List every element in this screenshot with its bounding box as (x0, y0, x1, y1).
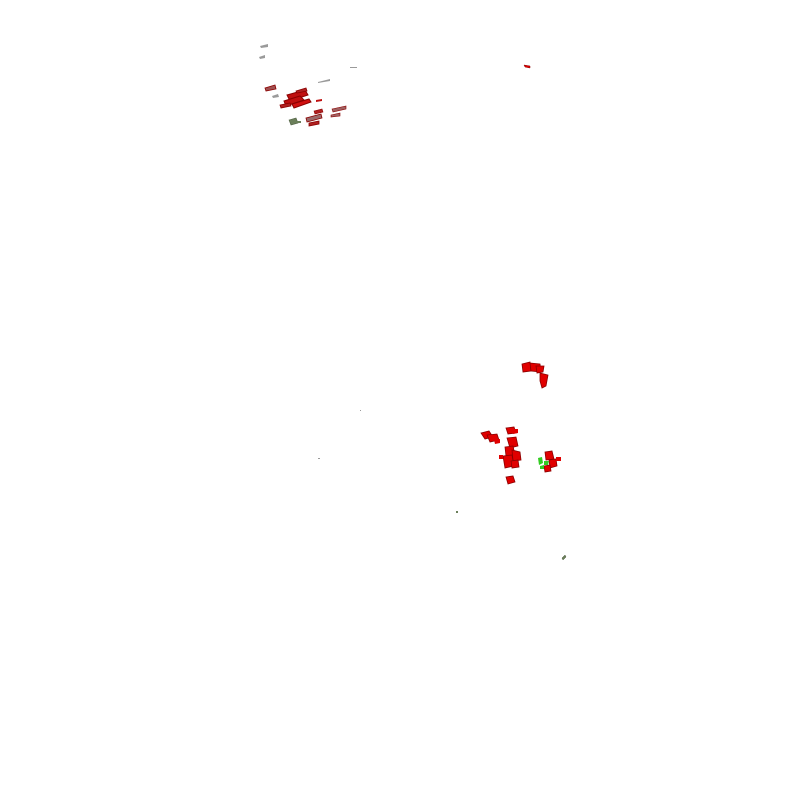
feature-patch (494, 439, 500, 444)
feature-patch (510, 459, 520, 469)
feature-patch (295, 87, 308, 94)
feature-speck (318, 458, 320, 459)
feature-patch (316, 99, 322, 102)
feature-patch (259, 55, 265, 59)
feature-patch (539, 372, 549, 389)
feature-patch (556, 457, 561, 461)
feature-patch (512, 429, 518, 434)
feature-patch (260, 44, 268, 48)
feature-patch (330, 112, 341, 118)
feature-patch (272, 94, 279, 98)
feature-patch (313, 108, 324, 115)
feature-patch (544, 461, 549, 465)
feature-patch (505, 475, 516, 485)
feature-speck (360, 410, 361, 411)
feature-patch (535, 365, 545, 374)
feature-patch (318, 79, 330, 83)
feature-patch (305, 113, 323, 123)
feature-patch (291, 98, 312, 109)
feature-speck (456, 511, 458, 513)
feature-patch (544, 450, 555, 461)
feature-patch (506, 436, 519, 449)
feature-patch (543, 464, 552, 473)
feature-patch (296, 121, 301, 123)
feature-speck (561, 554, 567, 561)
feature-patch (523, 64, 531, 69)
north-west-cluster (259, 44, 357, 127)
north-east-speck (523, 64, 531, 69)
feature-patch (308, 120, 320, 127)
south-east-cluster-upper (521, 361, 549, 389)
south-east-cluster-lower (480, 426, 561, 485)
feature-patch (511, 449, 522, 462)
feature-patch (540, 465, 544, 469)
feature-patch (331, 105, 347, 113)
feature-patch (279, 102, 292, 109)
feature-patch (264, 84, 277, 92)
feature-patch (538, 457, 543, 465)
feature-patch (499, 455, 503, 459)
isolated-specks (318, 410, 567, 561)
feature-patch (350, 67, 357, 68)
feature-patch (521, 361, 532, 373)
